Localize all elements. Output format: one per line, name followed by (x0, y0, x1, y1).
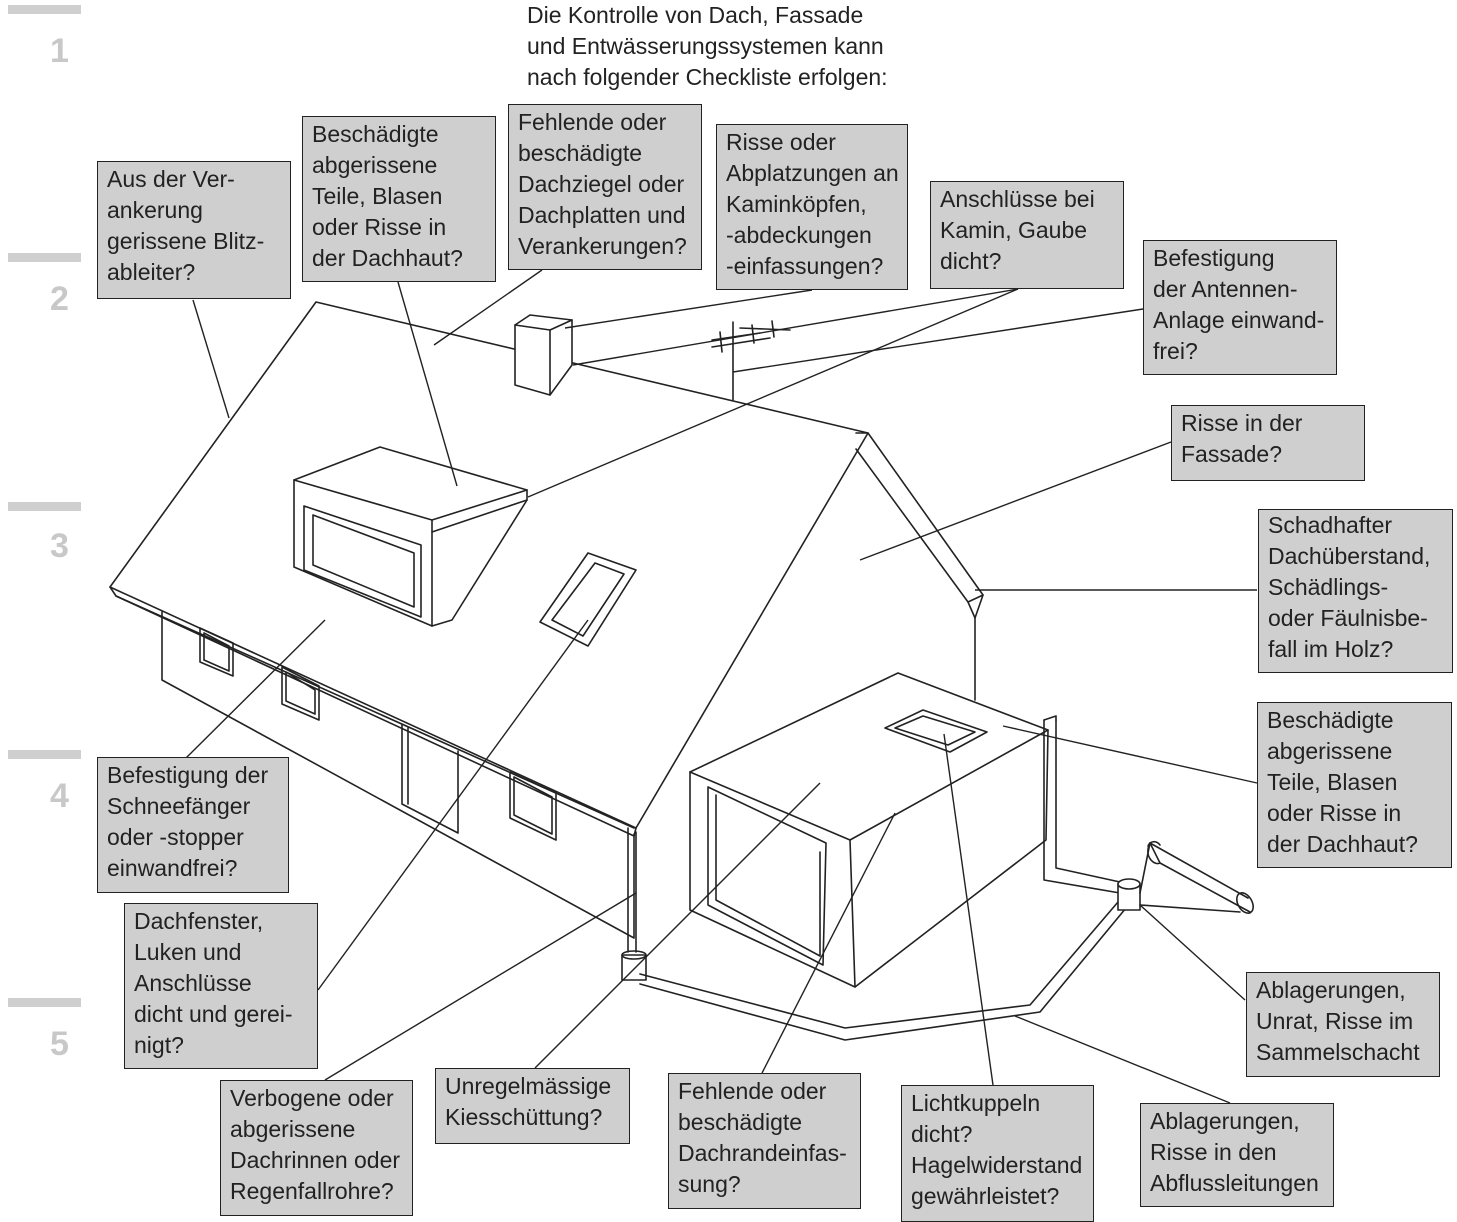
margin-bar (8, 5, 81, 14)
leader-blitzableiter (192, 299, 230, 419)
leader-dachrand (761, 812, 896, 1074)
label-lichtkuppeln: Lichtkuppeln dicht? Hagelwiderstand gewä… (901, 1085, 1094, 1222)
label-dachrand: Fehlende oder beschädigte Dachrandeinfas… (668, 1073, 861, 1209)
gable-wall (967, 601, 976, 701)
leader-anschluesse-gaube (527, 288, 1019, 498)
leader-schneefaenger (185, 619, 326, 759)
leader-antenne (732, 308, 1144, 373)
leader-kamin (564, 289, 813, 329)
margin-number: 2 (50, 280, 69, 318)
label-dachrinnen: Verbogene oder abgerissene Dachrinnen od… (220, 1080, 413, 1216)
margin-bar (8, 253, 81, 262)
label-abflussleitungen: Ablagerungen, Risse in den Abflussleitun… (1140, 1103, 1334, 1207)
leader-anschluesse-kamin (572, 288, 1019, 366)
label-dachueberstand: Schadhafter Dachüberstand, Schädlings- o… (1258, 509, 1453, 673)
front-wall (161, 611, 635, 939)
leader-fassade (859, 441, 1172, 561)
label-kiesschuettung: Unregelmässige Kiesschüttung? (435, 1068, 630, 1144)
label-antenne: Befestigung der Antennen- Anlage einwand… (1143, 240, 1337, 375)
intro-text: Die Kontrolle von Dach, Fassade und Entw… (527, 2, 888, 90)
margin-bar (8, 998, 81, 1007)
leader-dachfenster (317, 619, 589, 991)
margin-number: 3 (50, 527, 69, 565)
label-dachhaut-unten: Beschädigte abgerissene Teile, Blasen od… (1257, 702, 1452, 868)
leader-lichtkuppeln (943, 733, 994, 1086)
margin-number: 5 (50, 1025, 69, 1063)
label-kamin: Risse oder Abplatzungen an Kaminköpfen, … (716, 124, 908, 290)
margin-bar (8, 502, 81, 511)
margin-bar (8, 750, 81, 759)
label-blitzableiter: Aus der Ver- ankerung gerissene Blitz- a… (97, 161, 291, 299)
label-dachfenster: Dachfenster, Luken und Anschlüsse dicht … (124, 903, 318, 1069)
label-schneefaenger: Befestigung der Schneefänger oder -stopp… (97, 757, 289, 893)
leader-dachrinnen (324, 892, 637, 1081)
leader-dachziegel (433, 269, 543, 346)
leader-abflussleitungen (1014, 1015, 1231, 1104)
leader-kiesschuettung (534, 782, 821, 1069)
label-fassade: Risse in der Fassade? (1171, 405, 1365, 481)
label-sammelschacht: Ablagerungen, Unrat, Risse im Sammelscha… (1246, 972, 1440, 1077)
label-anschluesse: Anschlüsse bei Kamin, Gaube dicht? (930, 181, 1124, 289)
roof-skylight (539, 552, 637, 647)
leader-dachhaut-unten (1002, 725, 1258, 784)
chimney (514, 314, 573, 396)
margin-number: 1 (50, 32, 69, 70)
label-dachhaut-oben: Beschädigte abgerissene Teile, Blasen od… (302, 116, 496, 282)
label-dachziegel: Fehlende oder beschädigte Dachziegel ode… (508, 104, 702, 270)
margin-number: 4 (50, 777, 69, 815)
leader-sammelschacht (1139, 904, 1246, 1001)
leader-dachhaut-oben (397, 281, 458, 487)
